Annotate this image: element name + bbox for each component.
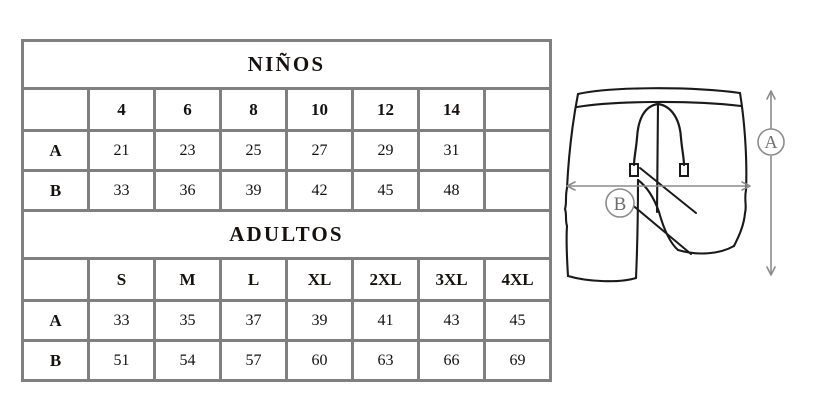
cell-ninos-a-12: 29 (351, 129, 420, 172)
cell-adultos-a-xl: 39 (285, 299, 354, 342)
drawstring-icon (632, 102, 686, 167)
measurement-badge-a-circle (757, 128, 785, 156)
cell-adultos-b-2xl: 63 (351, 339, 420, 382)
table-row: B 33 36 39 42 45 48 (21, 169, 552, 212)
header-size-adultos-l: L (219, 257, 288, 302)
cell-adultos-a-4xl: 45 (483, 299, 552, 342)
row-label-ninos-a: A (21, 129, 90, 172)
cell-ninos-a-8: 25 (219, 129, 288, 172)
section-title-ninos: NIÑOS (21, 39, 552, 90)
cell-adultos-a-s: 33 (87, 299, 156, 342)
header-size-ninos-8: 8 (219, 87, 288, 132)
cell-adultos-a-m: 35 (153, 299, 222, 342)
header-size-ninos-12: 12 (351, 87, 420, 132)
cell-ninos-b-empty (483, 169, 552, 212)
header-row-ninos: 4 6 8 10 12 14 (21, 87, 552, 132)
measurement-label-a: A (765, 132, 778, 152)
header-size-adultos-3xl: 3XL (417, 257, 486, 302)
cell-ninos-a-10: 27 (285, 129, 354, 172)
cell-ninos-b-14: 48 (417, 169, 486, 212)
header-size-adultos-2xl: 2XL (351, 257, 420, 302)
section-title-row-ninos: NIÑOS (21, 39, 552, 90)
row-label-adultos-b: B (21, 339, 90, 382)
measurement-arrow-a (766, 90, 776, 276)
drawstring-aglet-left-icon (629, 163, 639, 177)
cell-ninos-a-6: 23 (153, 129, 222, 172)
cell-ninos-a-4: 21 (87, 129, 156, 172)
cell-ninos-b-10: 42 (285, 169, 354, 212)
header-row-adultos: S M L XL 2XL 3XL 4XL (21, 257, 552, 302)
measurement-badge-b-circle (605, 188, 635, 218)
cell-ninos-a-14: 31 (417, 129, 486, 172)
shorts-outline-icon (563, 87, 748, 283)
header-size-ninos-6: 6 (153, 87, 222, 132)
cell-adultos-a-2xl: 41 (351, 299, 420, 342)
cell-adultos-a-3xl: 43 (417, 299, 486, 342)
header-size-ninos-14: 14 (417, 87, 486, 132)
cell-adultos-b-l: 57 (219, 339, 288, 382)
cell-adultos-b-3xl: 66 (417, 339, 486, 382)
row-label-adultos-a: A (21, 299, 90, 342)
drawstring-aglet-right-icon (679, 163, 689, 177)
section-title-adultos: ADULTOS (21, 209, 552, 260)
header-corner-adultos (21, 257, 90, 302)
header-corner-ninos (21, 87, 90, 132)
cell-adultos-a-l: 37 (219, 299, 288, 342)
cell-adultos-b-4xl: 69 (483, 339, 552, 382)
table-row: B 51 54 57 60 63 66 69 (21, 339, 552, 382)
cell-ninos-b-4: 33 (87, 169, 156, 212)
header-size-ninos-4: 4 (87, 87, 156, 132)
section-title-row-adultos: ADULTOS (21, 209, 552, 260)
cell-adultos-b-s: 51 (87, 339, 156, 382)
header-size-adultos-s: S (87, 257, 156, 302)
size-chart-table-body: NIÑOS 4 6 8 10 12 14 A 21 23 25 27 29 31 (21, 39, 552, 382)
cell-ninos-b-8: 39 (219, 169, 288, 212)
table-row: A 33 35 37 39 41 43 45 (21, 299, 552, 342)
header-size-adultos-xl: XL (285, 257, 354, 302)
table-row: A 21 23 25 27 29 31 (21, 129, 552, 172)
cell-adultos-b-xl: 60 (285, 339, 354, 382)
shorts-diagram: A B (558, 60, 813, 300)
measurement-arrow-b (566, 181, 751, 191)
size-chart-table: NIÑOS 4 6 8 10 12 14 A 21 23 25 27 29 31 (21, 39, 552, 382)
header-empty-ninos (483, 87, 552, 132)
row-label-ninos-b: B (21, 169, 90, 212)
measurement-label-b: B (614, 194, 627, 215)
cell-ninos-b-12: 45 (351, 169, 420, 212)
header-size-adultos-4xl: 4XL (483, 257, 552, 302)
cell-adultos-b-m: 54 (153, 339, 222, 382)
header-size-adultos-m: M (153, 257, 222, 302)
cell-ninos-a-empty (483, 129, 552, 172)
cell-ninos-b-6: 36 (153, 169, 222, 212)
header-size-ninos-10: 10 (285, 87, 354, 132)
